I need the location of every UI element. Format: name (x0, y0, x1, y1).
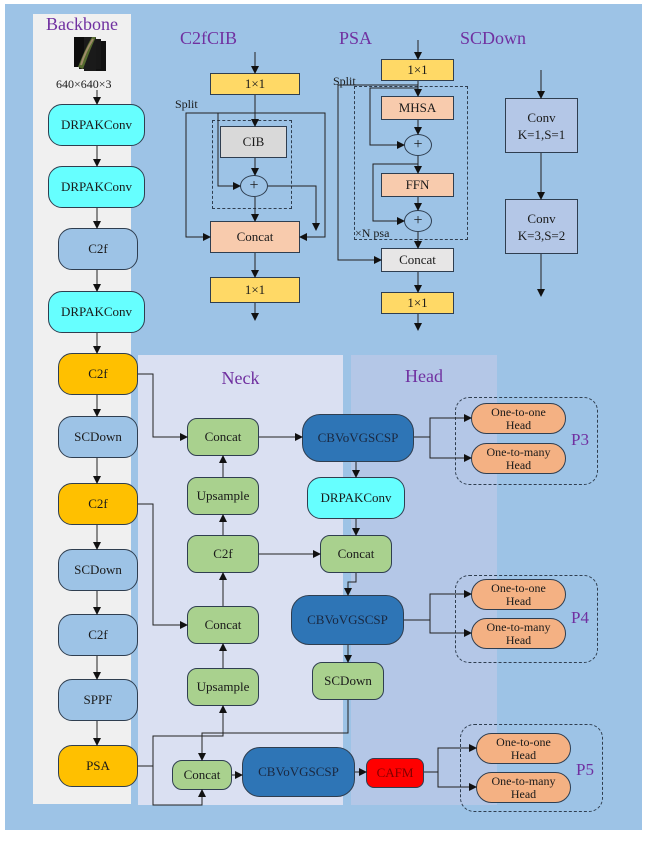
psa-concat: Concat (381, 248, 454, 272)
psa-ffn-block: FFN (381, 173, 454, 197)
neck-concat-2: Concat (320, 535, 392, 573)
psa-mhsa-block: MHSA (381, 96, 454, 120)
neck-concat-4: Concat (172, 760, 232, 790)
psa-top-conv: 1×1 (381, 59, 454, 81)
neck-upsample-2: Upsample (187, 668, 259, 706)
input-size-label: 640×640×3 (56, 77, 112, 91)
head-label: One-to-many (486, 619, 551, 634)
c2fcib-title: C2fCIB (180, 28, 238, 48)
c2fcib-cib-block: CIB (220, 126, 287, 158)
head-label: One-to-one (496, 734, 551, 749)
psa-split-label: Split (333, 74, 356, 88)
neck-upsample-1: Upsample (187, 477, 259, 515)
psa-repeat-label: ×N psa (355, 226, 390, 240)
backbone-scdown-2: SCDown (58, 549, 138, 591)
head-p4-label: P4 (571, 608, 589, 627)
head-label: Head (505, 457, 532, 472)
neck-c2f: C2f (187, 535, 259, 573)
head-p4-one-to-one: One-to-one Head (471, 579, 566, 610)
scdown-conv-1-name: Conv (527, 109, 556, 125)
neck-title: Neck (221, 368, 260, 388)
backbone-drpakconv-3: DRPAKConv (48, 291, 145, 333)
scdown-title: SCDown (460, 28, 527, 48)
c2fcib-concat: Concat (210, 221, 300, 253)
neck-cbvovgscsp-3: CBVoVGSCSP (242, 747, 355, 797)
c2fcib-bottom-conv: 1×1 (210, 277, 300, 303)
scdown-conv-1-params: K=1,S=1 (517, 126, 566, 142)
head-label: One-to-one (491, 580, 546, 595)
psa-title: PSA (339, 28, 373, 48)
head-label: One-to-many (486, 444, 551, 459)
scdown-conv-2-params: K=3,S=2 (517, 227, 566, 243)
leaf-image-icon (74, 37, 106, 71)
neck-cafm: CAFM (366, 758, 424, 788)
neck-concat-1: Concat (187, 418, 259, 456)
psa-add-icon-2: + (404, 210, 432, 232)
head-p5-one-to-many: One-to-many Head (476, 772, 571, 803)
head-label: Head (510, 747, 537, 762)
neck-cbvovgscsp-2: CBVoVGSCSP (291, 595, 404, 645)
backbone-c2f-2: C2f (58, 353, 138, 395)
backbone-psa: PSA (58, 745, 138, 787)
head-label: One-to-one (491, 404, 546, 419)
head-p3-one-to-one: One-to-one Head (471, 403, 566, 434)
head-p3-label: P3 (571, 430, 589, 449)
neck-scdown: SCDown (312, 662, 384, 700)
backbone-drpakconv-2: DRPAKConv (48, 166, 145, 208)
head-title: Head (405, 366, 443, 386)
backbone-sppf: SPPF (58, 679, 138, 721)
backbone-title: Backbone (46, 14, 118, 34)
c2fcib-top-conv: 1×1 (210, 73, 300, 95)
backbone-c2f-1: C2f (58, 228, 138, 270)
neck-concat-3: Concat (187, 606, 259, 644)
head-label: Head (510, 786, 537, 801)
backbone-c2f-3: C2f (58, 483, 138, 525)
head-p5-label: P5 (576, 760, 594, 779)
psa-add-icon-1: + (404, 134, 432, 156)
scdown-conv-2-name: Conv (527, 210, 556, 226)
head-label: Head (505, 593, 532, 608)
scdown-conv-2: Conv K=3,S=2 (505, 199, 578, 254)
neck-drpakconv: DRPAKConv (307, 477, 405, 519)
backbone-c2f-4: C2f (58, 614, 138, 656)
c2fcib-add-icon: + (240, 175, 268, 197)
head-label: Head (505, 632, 532, 647)
head-label: Head (505, 417, 532, 432)
head-p4-one-to-many: One-to-many Head (471, 618, 566, 649)
head-label: One-to-many (491, 773, 556, 788)
c2fcib-split-label: Split (175, 97, 198, 111)
backbone-drpakconv-1: DRPAKConv (48, 104, 145, 146)
head-p3-one-to-many: One-to-many Head (471, 443, 566, 474)
backbone-scdown-1: SCDown (58, 416, 138, 458)
psa-bottom-conv: 1×1 (381, 292, 454, 314)
head-p5-one-to-one: One-to-one Head (476, 733, 571, 764)
scdown-conv-1: Conv K=1,S=1 (505, 98, 578, 153)
neck-cbvovgscsp-1: CBVoVGSCSP (302, 414, 414, 462)
